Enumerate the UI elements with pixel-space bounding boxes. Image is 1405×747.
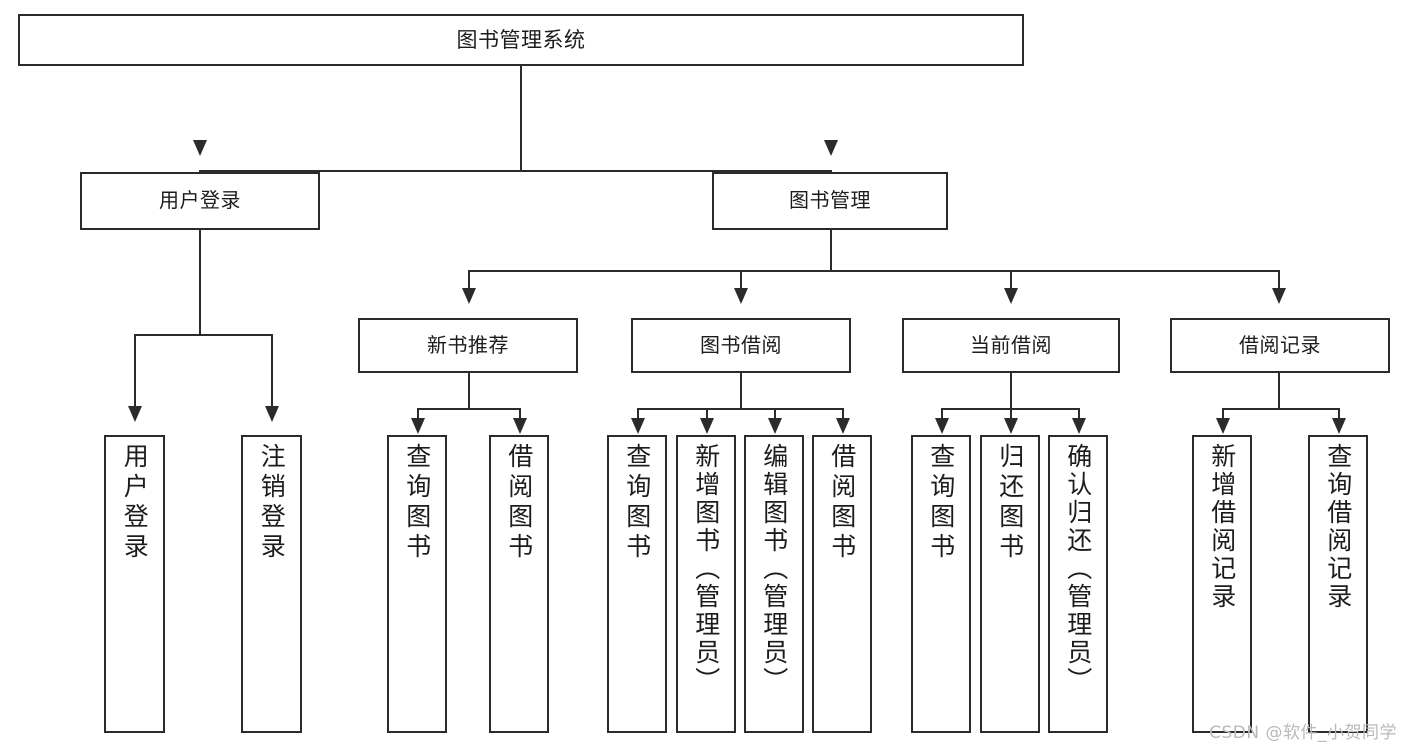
- node-leaf-logout-login[interactable]: 注销登录: [241, 435, 302, 733]
- node-label: 当前借阅: [970, 332, 1052, 357]
- connector-book-manage-bus: [468, 270, 1279, 272]
- connector-book-manage-trunk: [830, 230, 832, 272]
- node-leaf-confirm-return[interactable]: 确认归还（管理员）: [1048, 435, 1108, 733]
- arrow-to-current-borrow: [1004, 288, 1018, 304]
- connector-drop-borrow-book-1: [519, 408, 521, 421]
- connector-user-login-trunk: [199, 230, 201, 335]
- node-label: 借阅记录: [1239, 332, 1321, 357]
- arrow-to-leaf-add-record: [1216, 418, 1230, 434]
- node-borrow-record[interactable]: 借阅记录: [1170, 318, 1390, 373]
- csdn-watermark: CSDN @软件_小贺同学: [1209, 723, 1397, 743]
- arrow-to-leaf-borrow-book-1: [513, 418, 527, 434]
- arrow-to-leaf-query-book-1: [411, 418, 425, 434]
- node-leaf-borrow-book-recommend[interactable]: 借阅图书: [489, 435, 549, 733]
- node-label: 确认归还（管理员）: [1063, 443, 1093, 695]
- connector-drop-current: [1010, 270, 1012, 302]
- connector-root-trunk: [520, 66, 522, 171]
- node-leaf-add-book[interactable]: 新增图书（管理员）: [676, 435, 736, 733]
- connector-borrow-trunk: [740, 373, 742, 410]
- connector-drop-new-rec: [468, 270, 470, 302]
- node-book-borrow[interactable]: 图书借阅: [631, 318, 851, 373]
- node-label: 查询图书: [402, 443, 432, 563]
- connector-user-login-bus: [134, 334, 272, 336]
- arrow-to-leaf-user-login: [128, 406, 142, 422]
- connector-drop-return-book: [1010, 408, 1012, 421]
- connector-drop-query-record: [1338, 408, 1340, 421]
- node-current-borrow[interactable]: 当前借阅: [902, 318, 1120, 373]
- arrow-to-leaf-query-book-2: [631, 418, 645, 434]
- node-leaf-query-book-recommend[interactable]: 查询图书: [387, 435, 447, 733]
- connector-drop-borrow: [740, 270, 742, 302]
- connector-drop-add-record: [1222, 408, 1224, 421]
- connector-drop-leaf-user-login: [134, 334, 136, 419]
- node-leaf-edit-book[interactable]: 编辑图书（管理员）: [744, 435, 804, 733]
- connector-new-rec-trunk: [468, 373, 470, 410]
- node-label: 新书推荐: [427, 332, 509, 357]
- arrow-to-book-borrow: [734, 288, 748, 304]
- node-label: 图书管理系统: [456, 27, 586, 52]
- connector-drop-add-book: [706, 408, 708, 421]
- node-label: 查询图书: [926, 443, 956, 563]
- arrow-to-leaf-add-book: [700, 418, 714, 434]
- connector-drop-borrow-book-2: [842, 408, 844, 421]
- node-leaf-user-login[interactable]: 用户登录: [104, 435, 165, 733]
- node-label: 用户登录: [159, 188, 241, 213]
- connector-record-trunk: [1278, 373, 1280, 410]
- arrow-to-leaf-logout-login: [265, 406, 279, 422]
- node-leaf-query-book-current[interactable]: 查询图书: [911, 435, 971, 733]
- node-label: 查询图书: [622, 443, 652, 563]
- node-label: 注销登录: [257, 443, 287, 563]
- connector-root-bus: [199, 170, 832, 172]
- connector-current-trunk: [1010, 373, 1012, 410]
- node-label: 图书借阅: [700, 332, 782, 357]
- node-new-book-recommend[interactable]: 新书推荐: [358, 318, 578, 373]
- arrow-to-borrow-record: [1272, 288, 1286, 304]
- node-label: 编辑图书（管理员）: [759, 443, 789, 695]
- node-label: 借阅图书: [827, 443, 857, 563]
- node-label: 用户登录: [120, 443, 150, 563]
- connector-new-rec-bus: [417, 408, 520, 410]
- arrow-to-leaf-query-book-3: [935, 418, 949, 434]
- node-label: 图书管理: [789, 188, 871, 213]
- connector-drop-confirm-return: [1078, 408, 1080, 421]
- node-label: 借阅图书: [504, 443, 534, 563]
- connector-drop-query-book-1: [417, 408, 419, 421]
- connector-drop-query-book-2: [637, 408, 639, 421]
- arrow-to-leaf-query-record: [1332, 418, 1346, 434]
- arrow-to-leaf-edit-book: [768, 418, 782, 434]
- arrow-to-leaf-return-book: [1004, 418, 1018, 434]
- connector-drop-leaf-logout-login: [271, 334, 273, 419]
- node-user-login[interactable]: 用户登录: [80, 172, 320, 230]
- node-leaf-add-borrow-record[interactable]: 新增借阅记录: [1192, 435, 1252, 733]
- connector-record-bus: [1222, 408, 1339, 410]
- node-label: 新增图书（管理员）: [691, 443, 721, 695]
- arrow-to-leaf-confirm-return: [1072, 418, 1086, 434]
- connector-drop-edit-book: [774, 408, 776, 421]
- arrow-to-book-manage: [824, 140, 838, 156]
- arrow-to-new-book-recommend: [462, 288, 476, 304]
- node-leaf-query-book-borrow[interactable]: 查询图书: [607, 435, 667, 733]
- connector-borrow-bus: [637, 408, 843, 410]
- node-root-system[interactable]: 图书管理系统: [18, 14, 1024, 66]
- arrow-to-leaf-borrow-book-2: [836, 418, 850, 434]
- node-label: 归还图书: [995, 443, 1025, 563]
- node-leaf-borrow-book[interactable]: 借阅图书: [812, 435, 872, 733]
- node-book-manage[interactable]: 图书管理: [712, 172, 948, 230]
- arrow-to-user-login: [193, 140, 207, 156]
- node-leaf-return-book[interactable]: 归还图书: [980, 435, 1040, 733]
- node-label: 新增借阅记录: [1207, 443, 1237, 611]
- node-leaf-query-borrow-record[interactable]: 查询借阅记录: [1308, 435, 1368, 733]
- node-label: 查询借阅记录: [1323, 443, 1353, 611]
- connector-drop-record: [1278, 270, 1280, 302]
- connector-drop-query-book-3: [941, 408, 943, 421]
